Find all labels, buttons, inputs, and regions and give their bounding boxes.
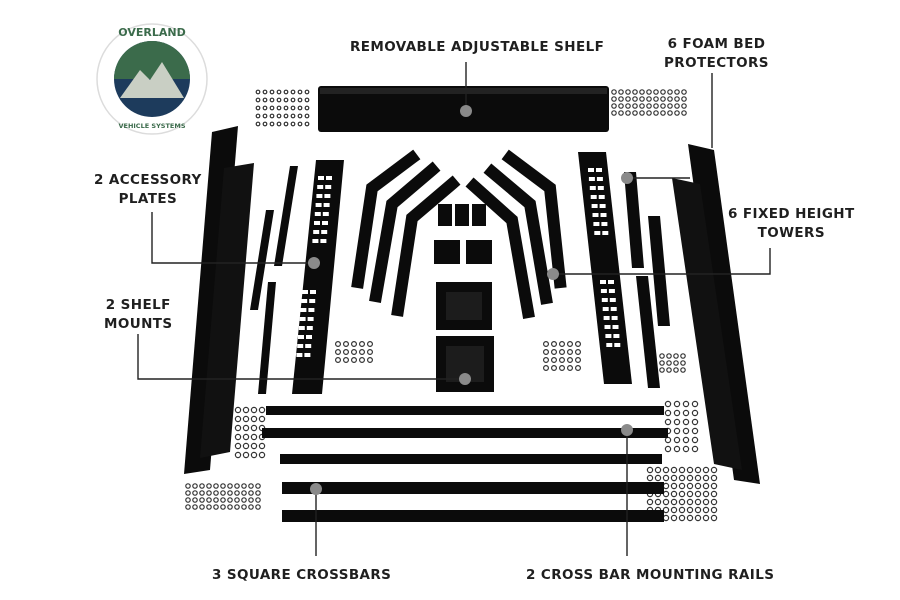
shelf-callout-text: REMOVABLE ADJUSTABLE SHELF <box>350 39 605 55</box>
mounts-callout-line2: MOUNTS <box>104 316 173 332</box>
callout-markers <box>308 105 633 495</box>
side-rail-left <box>184 126 254 474</box>
mounts-callout: 2 SHELF MOUNTS <box>104 296 173 334</box>
accessory-callout-line1: 2 ACCESSORY <box>94 172 202 188</box>
rails-callout-text: 2 CROSS BAR MOUNTING RAILS <box>526 567 775 583</box>
shelf-mounts <box>436 282 494 392</box>
shelf-callout: REMOVABLE ADJUSTABLE SHELF <box>350 38 604 57</box>
accessory-plate-left <box>292 160 344 394</box>
side-rail-right <box>672 144 760 484</box>
towers-callout-line2: TOWERS <box>757 225 825 241</box>
rails-callout: 2 CROSS BAR MOUNTING RAILS <box>526 566 774 585</box>
crossbars-callout: 3 SQUARE CROSSBARS <box>212 566 391 585</box>
towers-callout: 6 FIXED HEIGHT TOWERS <box>728 205 855 243</box>
accessory-callout: 2 ACCESSORY PLATES <box>94 171 202 209</box>
logo-brand-text: OVERLAND <box>118 26 185 39</box>
plate-perforations <box>296 168 621 357</box>
logo-subtitle-text: VEHICLE SYSTEMS <box>118 122 185 130</box>
callout-leader-lines <box>137 62 771 556</box>
accessory-callout-line2: PLATES <box>118 191 178 207</box>
foam-callout-line1: 6 FOAM BED <box>667 36 766 52</box>
mounts-callout-line1: 2 SHELF <box>105 297 171 313</box>
towers-callout-line1: 6 FIXED HEIGHT <box>728 206 855 222</box>
foam-callout: 6 FOAM BED PROTECTORS <box>664 35 769 73</box>
foam-callout-line2: PROTECTORS <box>664 55 769 71</box>
fixed-height-towers <box>351 149 567 319</box>
overland-logo: OVERLAND VEHICLE SYSTEMS <box>96 23 208 135</box>
tower-brackets <box>434 204 492 264</box>
crossbars-and-rails <box>262 406 668 522</box>
foam-strips <box>250 166 670 394</box>
crossbars-callout-text: 3 SQUARE CROSSBARS <box>212 567 392 583</box>
